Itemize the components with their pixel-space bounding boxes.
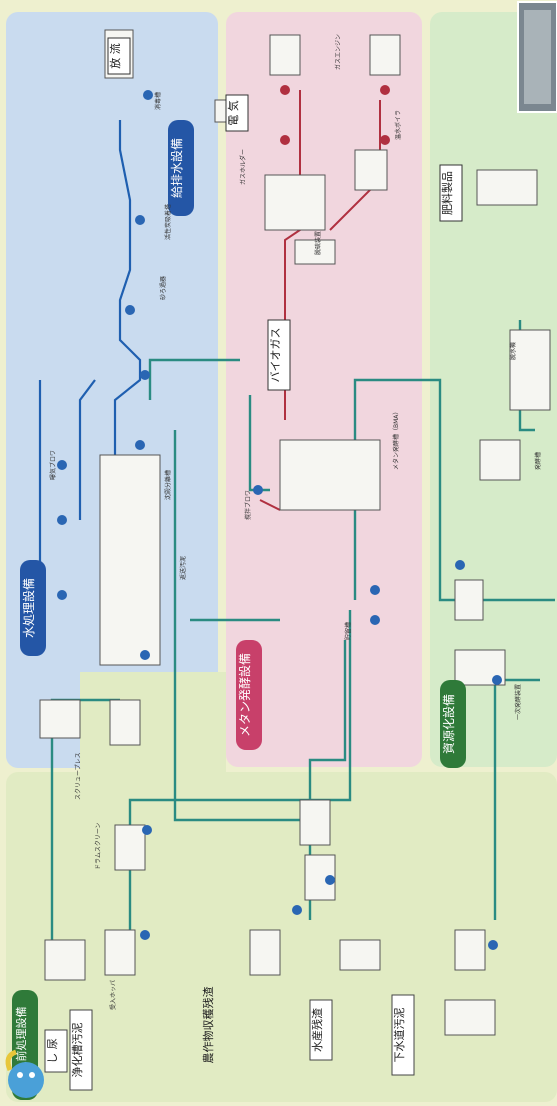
label-hopper: 受入ホッパ <box>109 980 117 1010</box>
label-desulfurizer: 脱硫装置 <box>314 231 322 255</box>
label-sand-filter: 砂ろ過器 <box>159 276 167 300</box>
label-compost: 発酵槽 <box>534 452 542 470</box>
label-boiler: 温水ボイラ <box>394 110 402 140</box>
source-fish-residue: 水産残渣 <box>310 1008 324 1052</box>
label-screw-press: スクリュープレス <box>75 752 82 800</box>
label-dewaterer: 脱水機 <box>509 342 517 360</box>
source-septic-sludge: 浄化槽汚泥 <box>70 1023 84 1078</box>
methane-tank-shape <box>280 440 380 510</box>
label-return: 返送汚泥 <box>179 556 187 580</box>
source-agri-residue: 農作物収穫残渣 <box>201 987 215 1064</box>
label-methane-tank: メタン発酵槽（BMA） <box>392 409 400 470</box>
aeration-tank-shape <box>100 455 160 665</box>
product-fertilizer: 肥料製品 <box>440 171 454 215</box>
label-drum-screen: ドラムスクリーン <box>95 822 102 870</box>
label-activated-carbon: 活性炭吸着塔 <box>164 204 172 240</box>
section-water-treatment: 水処理設備 <box>21 578 36 638</box>
label-chlorine: 消毒槽 <box>154 92 162 110</box>
section-methane: メタン発酵設備 <box>237 653 252 737</box>
section-water-supply: 給排水設備 <box>169 138 184 198</box>
product-discharge: 放 流 <box>108 43 122 69</box>
label-gas-engine: ガスエンジン <box>334 34 342 70</box>
label-dryer: 一次発酵装置 <box>514 684 522 720</box>
label-gas-holder: ガスホルダー <box>239 149 247 185</box>
product-electricity: 電 気 <box>226 100 240 126</box>
source-sewage-sludge: 下水道汚泥 <box>392 1008 406 1063</box>
label-separation-tank: 沈殿分離槽 <box>164 470 172 500</box>
label-storage-tank: 貯留槽 <box>344 622 352 640</box>
source-human-waste: し 尿 <box>46 1038 59 1064</box>
product-biogas: バイオガス <box>269 328 282 383</box>
label-blower-2: 撹拌ブロワ <box>244 490 252 520</box>
label-blower-1: 曝気ブロワ <box>49 450 57 480</box>
section-composting: 資源化設備 <box>441 694 456 754</box>
